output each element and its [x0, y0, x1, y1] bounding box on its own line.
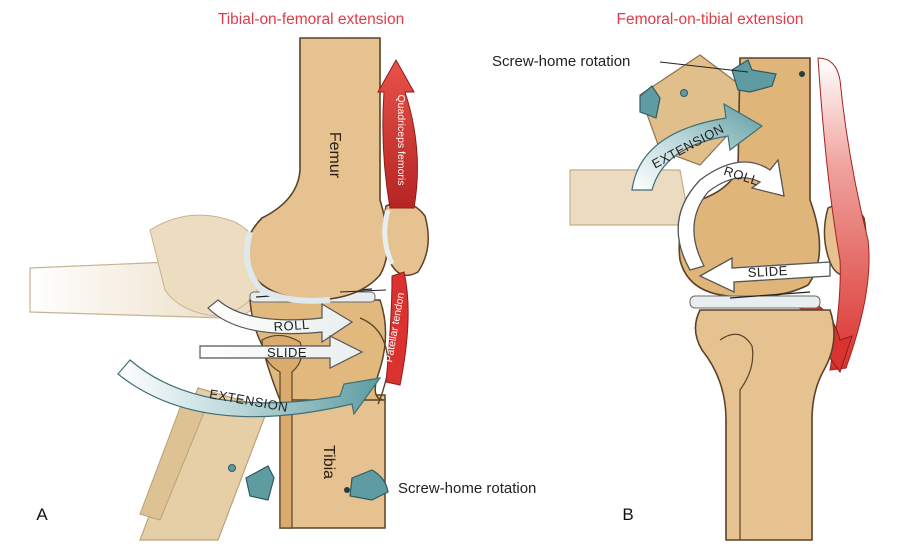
screw-home-arrow-a-right[interactable] — [349, 469, 389, 501]
screw-home-label-b: Screw-home rotation — [492, 53, 630, 70]
quadriceps-femoris — [377, 58, 418, 209]
screw-home-label-a: Screw-home rotation — [398, 480, 536, 497]
slide-label-b: SLIDE — [747, 263, 788, 280]
roll-arrow-a[interactable] — [207, 299, 354, 344]
panel-b-title: Femoral-on-tibial extension — [617, 11, 804, 28]
roll-label-a: ROLL — [273, 317, 310, 334]
slide-arrow-a[interactable] — [199, 335, 364, 369]
rotation-axis-dot-a-right — [344, 487, 350, 493]
tibia-b — [694, 309, 835, 541]
rotation-axis-dot-b-left — [680, 89, 688, 97]
rotation-axis-dot-b-right — [799, 71, 805, 77]
extension-arrow-b[interactable] — [631, 102, 764, 191]
quadriceps-b — [817, 57, 870, 371]
extension-arrow-a[interactable] — [117, 359, 382, 418]
roll-arrow-b[interactable] — [677, 158, 785, 271]
panel-a-letter: A — [36, 505, 48, 524]
tibia-label: Tibia — [320, 445, 337, 479]
panel-a-title: Tibial-on-femoral extension — [218, 11, 404, 28]
screw-home-arrow-a-left[interactable] — [245, 465, 275, 501]
slide-arrow-b[interactable] — [698, 256, 831, 294]
tibia-b-shade — [719, 333, 754, 540]
ghost-femur-b — [569, 169, 691, 226]
screw-home-arrow-b-top[interactable] — [731, 59, 777, 93]
tibial-cartilage-b — [689, 295, 821, 309]
screw-home-leader-b — [659, 61, 749, 73]
joint-line-b — [729, 291, 811, 299]
femur-label: Femur — [326, 132, 343, 179]
patellar-tendon — [385, 271, 409, 386]
femur-condyle-cartilage — [243, 231, 331, 304]
tendon-attach-line — [339, 289, 387, 293]
panel-b: Femoral-on-tibial extension Screw-home r… — [492, 11, 870, 541]
femur-shaft — [245, 37, 389, 301]
quadriceps-label: Quadriceps femoris — [395, 94, 407, 185]
panel-b-letter: B — [622, 505, 633, 524]
slide-label-a: SLIDE — [267, 345, 307, 360]
panel-a: Tibial-on-femoral extension Femur Tibia … — [29, 11, 536, 541]
rotation-axis-dot-a-left — [228, 464, 236, 472]
fibula-head — [261, 334, 303, 529]
screw-home-arrow-b-left[interactable] — [639, 85, 661, 119]
patella-cartilage — [382, 209, 395, 266]
